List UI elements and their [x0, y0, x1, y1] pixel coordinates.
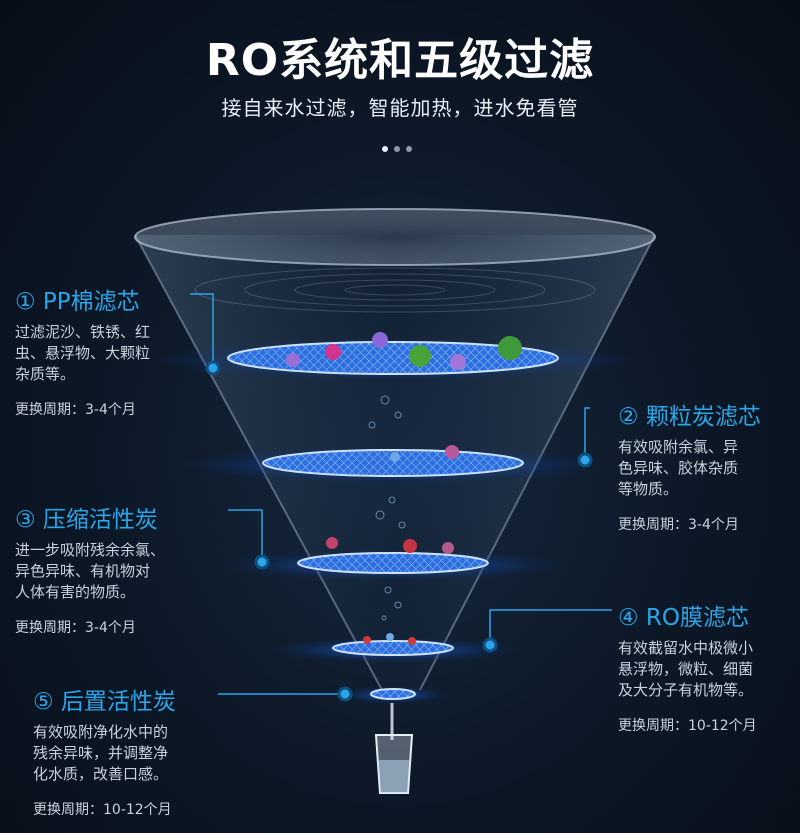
stage-5-description: 有效吸附净化水中的 残余异味，并调整净 化水质，改善口感。: [33, 723, 169, 783]
stage-3-heading: ③ 压缩活性炭: [15, 507, 158, 533]
stage-3-description: 进一步吸附残余余氯、 异色异味、有机物对 人体有害的物质。: [15, 541, 166, 601]
stage-4-heading: ④ RO膜滤芯: [618, 605, 750, 631]
stage-5-heading: ⑤ 后置活性炭: [33, 689, 176, 715]
carousel-dot[interactable]: [382, 146, 388, 152]
water-bubbles: [368, 395, 406, 621]
water-ripples: [194, 267, 596, 313]
stage-3-callout: ③ 压缩活性炭 进一步吸附残余余氯、 异色异味、有机物对 人体有害的物质。 更换…: [15, 500, 225, 637]
connector-dots: [205, 360, 593, 702]
stage-4-callout: ④ RO膜滤芯 有效截留水中极微小 悬浮物，微粒、细菌 及大分子有机物等。 更换…: [618, 598, 798, 735]
stage-3-cycle: 更换周期：3-4个月: [15, 620, 136, 636]
stage-4-description: 有效截留水中极微小 悬浮物，微粒、细菌 及大分子有机物等。: [618, 639, 754, 699]
stage-2-cycle: 更换周期：3-4个月: [618, 517, 739, 533]
funnel-top-rim: [134, 208, 656, 266]
stage-5-cycle: 更换周期：10-12个月: [33, 802, 172, 818]
page-title: RO系统和五级过滤: [205, 35, 595, 86]
stage-1-cycle: 更换周期：3-4个月: [15, 402, 136, 418]
stage-1-callout: ① PP棉滤芯 过滤泥沙、铁锈、红 虫、悬浮物、大颗粒 杂质等。 更换周期：3-…: [15, 282, 215, 419]
filter-disc-4: [332, 640, 454, 656]
page-subtitle: 接自来水过滤，智能加热，进水免看管: [221, 96, 579, 120]
stage-2-callout: ② 颗粒炭滤芯 有效吸附余氯、异 色异味、胶体杂质 等物质。 更换周期：3-4个…: [618, 397, 798, 534]
carousel-dot[interactable]: [406, 146, 412, 152]
filter-disc-5: [370, 688, 416, 700]
stage-1-description: 过滤泥沙、铁锈、红 虫、悬浮物、大颗粒 杂质等。: [15, 323, 151, 383]
connector-lines: [190, 293, 612, 695]
stage-1-heading: ① PP棉滤芯: [15, 289, 140, 315]
filter-disc-1: [227, 341, 559, 375]
bacteria-icons: [286, 332, 522, 645]
stage-4-cycle: 更换周期：10-12个月: [618, 718, 757, 734]
stage-2-description: 有效吸附余氯、异 色异味、胶体杂质 等物质。: [618, 438, 739, 498]
water-glass-icon: [374, 703, 414, 794]
carousel-dot[interactable]: [394, 146, 400, 152]
filter-disc-3: [297, 552, 489, 574]
stage-2-heading: ② 颗粒炭滤芯: [618, 404, 761, 430]
filter-disc-2: [262, 449, 524, 477]
stage-5-callout: ⑤ 后置活性炭 有效吸附净化水中的 残余异味，并调整净 化水质，改善口感。 更换…: [33, 682, 223, 819]
carousel-indicator[interactable]: [382, 146, 412, 152]
